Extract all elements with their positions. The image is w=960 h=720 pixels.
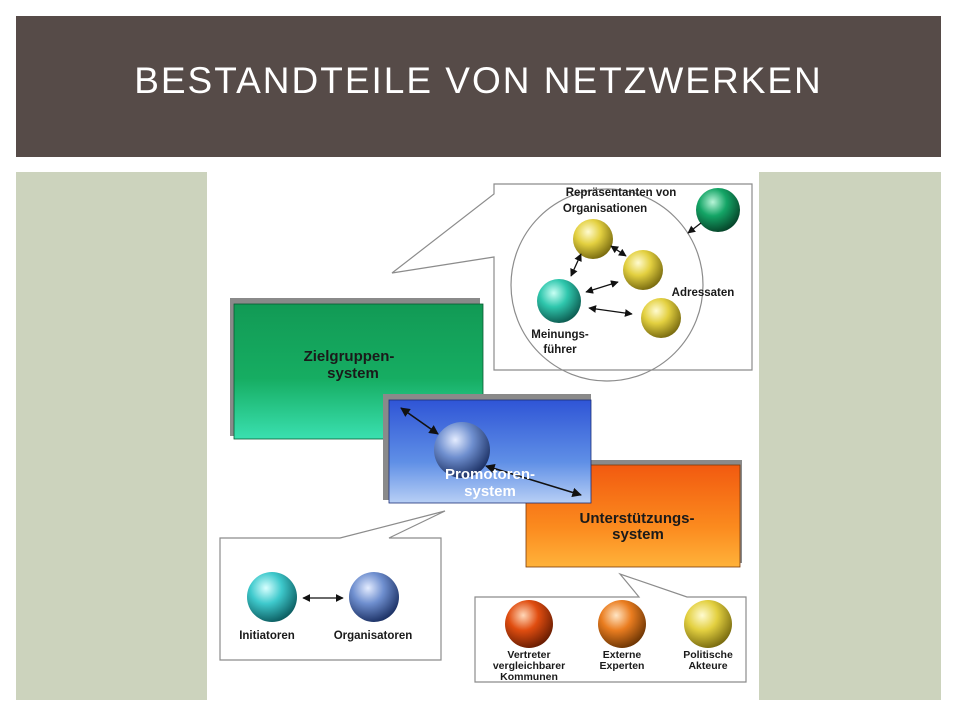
label-repraesentanten-line2: Organisationen: [563, 203, 647, 215]
label-initiatoren: Initiatoren: [239, 630, 295, 642]
callout-promotoren: Initiatoren Organisatoren: [219, 510, 446, 661]
label-externe-line2: Experten: [600, 660, 645, 672]
label-unterstuetzung-line2: system: [612, 526, 664, 543]
label-organisatoren: Organisatoren: [334, 630, 413, 642]
right-side-panel: [759, 172, 941, 700]
label-meinungs-line2: führer: [543, 344, 577, 356]
callout-unterstuetzung: Vertreter vergleichbarer Kommunen Extern…: [474, 572, 747, 683]
callout-zielgruppen: Repräsentanten von Organisationen Adress…: [391, 183, 753, 382]
label-meinungs-line1: Meinungs-: [531, 329, 589, 341]
sphere-externe-experten: [598, 600, 646, 648]
label-unterstuetzung-line1: Unterstützungs-: [580, 510, 695, 527]
label-vertreter-line2: vergleichbarer: [493, 660, 565, 672]
sphere-politische-akteure: [684, 600, 732, 648]
sphere-yellow-middle: [623, 250, 663, 290]
sphere-adressaten: [641, 298, 681, 338]
label-promotoren-line2: system: [464, 483, 516, 500]
network-diagram: Repräsentanten von Organisationen Adress…: [207, 172, 759, 700]
box-promotorensystem: Promotoren- system: [383, 394, 592, 504]
label-vertreter-line1: Vertreter: [507, 649, 550, 661]
sphere-initiatoren: [247, 572, 297, 622]
label-vertreter-line3: Kommunen: [500, 671, 558, 683]
label-politische-line2: Akteure: [688, 660, 727, 672]
sphere-promotoren: [434, 422, 490, 478]
title-bar: BESTANDTEILE VON NETZWERKEN: [16, 16, 941, 157]
label-adressaten: Adressaten: [672, 287, 735, 299]
sphere-repraesentanten: [696, 188, 740, 232]
left-side-panel: [16, 172, 207, 700]
label-externe-line1: Externe: [603, 649, 642, 661]
label-zielgruppen-line1: Zielgruppen-: [304, 348, 395, 365]
sphere-yellow-top: [573, 219, 613, 259]
sphere-meinungsfuehrer: [537, 279, 581, 323]
label-politische-line1: Politische: [683, 649, 733, 661]
label-promotoren-line1: Promotoren-: [445, 466, 535, 483]
box-unterstuetzungssystem: Unterstützungs- system: [525, 460, 742, 568]
slide-title: BESTANDTEILE VON NETZWERKEN: [134, 60, 823, 102]
sphere-vertreter: [505, 600, 553, 648]
label-repraesentanten-line1: Repräsentanten von: [566, 187, 677, 199]
diagram-svg: Repräsentanten von Organisationen Adress…: [219, 183, 753, 683]
label-zielgruppen-line2: system: [327, 365, 379, 382]
sphere-organisatoren: [349, 572, 399, 622]
